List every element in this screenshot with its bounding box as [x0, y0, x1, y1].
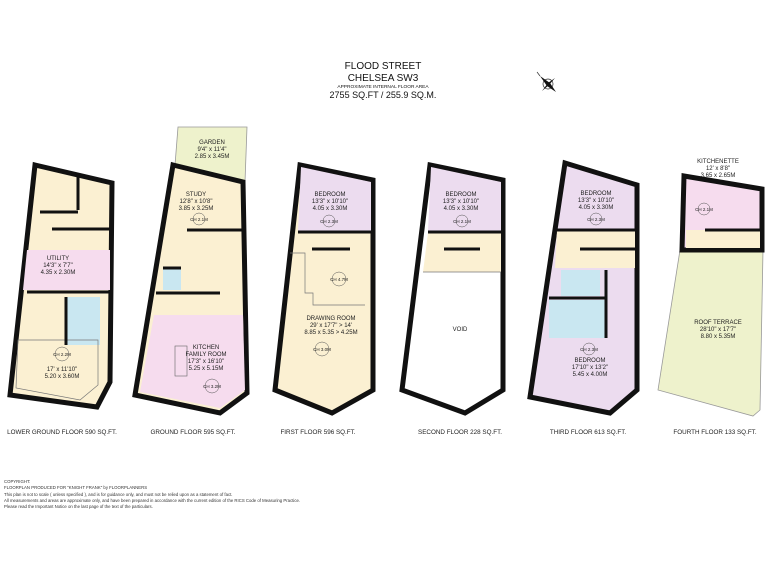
room-name: ROOF TERRACE [694, 320, 742, 326]
room-name: STUDY [186, 192, 206, 198]
floor-second: BEDROOM 13'3" x 10'10" 4.05 x 3.30M CH 2… [399, 162, 506, 436]
room-imperial: 12'8" x 10'8" [180, 199, 213, 205]
room-metric: 8.85 x 5.35 > 4.25M [304, 330, 357, 336]
area-title: CHELSEA SW3 [348, 73, 419, 84]
room-imperial: 17' x 11'10" [47, 367, 77, 373]
floor-fourth: KITCHENETTE 12' x 8'8" 3.65 x 2.65M CH 2… [657, 159, 765, 436]
footer-line: FLOORPLAN PRODUCED FOR "KNIGHT FRANK" by… [4, 485, 148, 491]
ceiling-height: CH 3.0M [313, 347, 331, 352]
room-metric: 4.05 x 3.30M [444, 206, 479, 212]
room-name: BEDROOM [445, 192, 476, 198]
room-name: UTILITY [47, 256, 69, 262]
ceiling-height: CH 2.3M [580, 347, 598, 352]
room-name: DRAWING ROOM [306, 316, 355, 322]
room-imperial: 12' x 8'8" [706, 166, 730, 172]
room-imperial: 17'3" x 16'10" [188, 359, 224, 365]
ceiling-height-2: CH 4.7M [330, 277, 348, 282]
ceiling-height: CH 3.2M [203, 384, 221, 389]
room-name: BEDROOM [314, 192, 345, 198]
room-name: KITCHEN [193, 345, 219, 351]
room-name: BEDROOM [580, 191, 611, 197]
footer-line: COPYRIGHT: [4, 479, 31, 484]
room-metric: 8.80 x 5.35M [701, 334, 736, 340]
room-name: KITCHENETTE [697, 159, 739, 165]
room-imperial: 14'3" x 7'7" [43, 263, 73, 269]
floor-third: BEDROOM 13'3" x 10'10" 4.05 x 3.30M CH 2… [527, 159, 640, 436]
floor-first: BEDROOM 13'3" x 10'10" 4.05 x 3.30M CH 2… [272, 161, 376, 436]
room-metric: 5.45 x 4.00M [573, 372, 608, 378]
room-name-2: FAMILY ROOM [185, 352, 226, 358]
area-subtitle: APPROXIMATE INTERNAL FLOOR AREA [337, 84, 429, 90]
room-name: GARDEN [199, 140, 225, 146]
ceiling-height: CH 2.1M [695, 207, 713, 212]
room-imperial: 13'3" x 10'10" [443, 199, 479, 205]
room-imperial: 17'10" x 13'2" [572, 365, 608, 371]
room-name: BEDROOM [574, 358, 605, 364]
floor-lower-ground: UTILITY 14'3" x 7'7" 4.35 x 2.30M CH 2.2… [7, 161, 117, 436]
footer-line: This plan is not to scale ( unless speci… [4, 491, 233, 497]
room-metric: 5.20 x 3.60M [45, 374, 80, 380]
room-imperial: 13'3" x 10'10" [578, 198, 614, 204]
floor-label: FOURTH FLOOR 133 SQ.FT. [673, 429, 756, 436]
room-metric: 4.35 x 2.30M [41, 270, 76, 276]
ceiling-height: CH 2.2M [53, 352, 71, 357]
header: FLOOD STREET CHELSEA SW3 APPROXIMATE INT… [330, 61, 437, 100]
floor-ground: GARDEN 9'4" x 11'4" 2.85 x 3.45M STUDY 1… [132, 126, 250, 436]
total-area: 2755 SQ.FT / 255.9 SQ.M. [330, 90, 437, 100]
room-imperial: 13'3" x 10'10" [312, 199, 348, 205]
room-metric: 3.65 x 2.65M [701, 173, 736, 179]
room-metric: 4.05 x 3.30M [579, 205, 614, 211]
room-imperial: 28'10" x 17'7" [700, 327, 736, 333]
floor-label: FIRST FLOOR 596 SQ.FT. [280, 429, 355, 436]
room-metric: 2.85 x 3.45M [195, 154, 230, 160]
floor-label: GROUND FLOOR 595 SQ.FT. [150, 429, 235, 436]
copyright-notice: COPYRIGHT: FLOORPLAN PRODUCED FOR "KNIGH… [4, 479, 300, 510]
room-imperial: 29' x 17'7" > 14' [310, 323, 352, 329]
room-metric: 5.25 x 5.15M [189, 366, 224, 372]
room-metric: 3.85 x 3.25M [179, 206, 214, 212]
floor-label: SECOND FLOOR 228 SQ.FT. [418, 429, 502, 436]
north-arrow-icon [536, 71, 556, 92]
ceiling-height: CH 2.3M [320, 219, 338, 224]
room-imperial: 9'4" x 11'4" [197, 147, 226, 153]
void-label: VOID [453, 327, 468, 333]
ceiling-height: CH 2.1M [190, 217, 208, 222]
room-metric: 4.05 x 3.30M [313, 206, 348, 212]
ceiling-height: CH 2.1M [453, 219, 471, 224]
street-title: FLOOD STREET [345, 61, 422, 72]
floor-label: THIRD FLOOR 613 SQ.FT. [550, 429, 627, 436]
ceiling-height: CH 2.3M [587, 217, 605, 222]
floor-label: LOWER GROUND FLOOR 590 SQ.FT. [7, 429, 117, 436]
footer-line: All measurements and areas are approxima… [4, 497, 301, 503]
footer-line: Please read the Important Notice on the … [4, 504, 153, 510]
